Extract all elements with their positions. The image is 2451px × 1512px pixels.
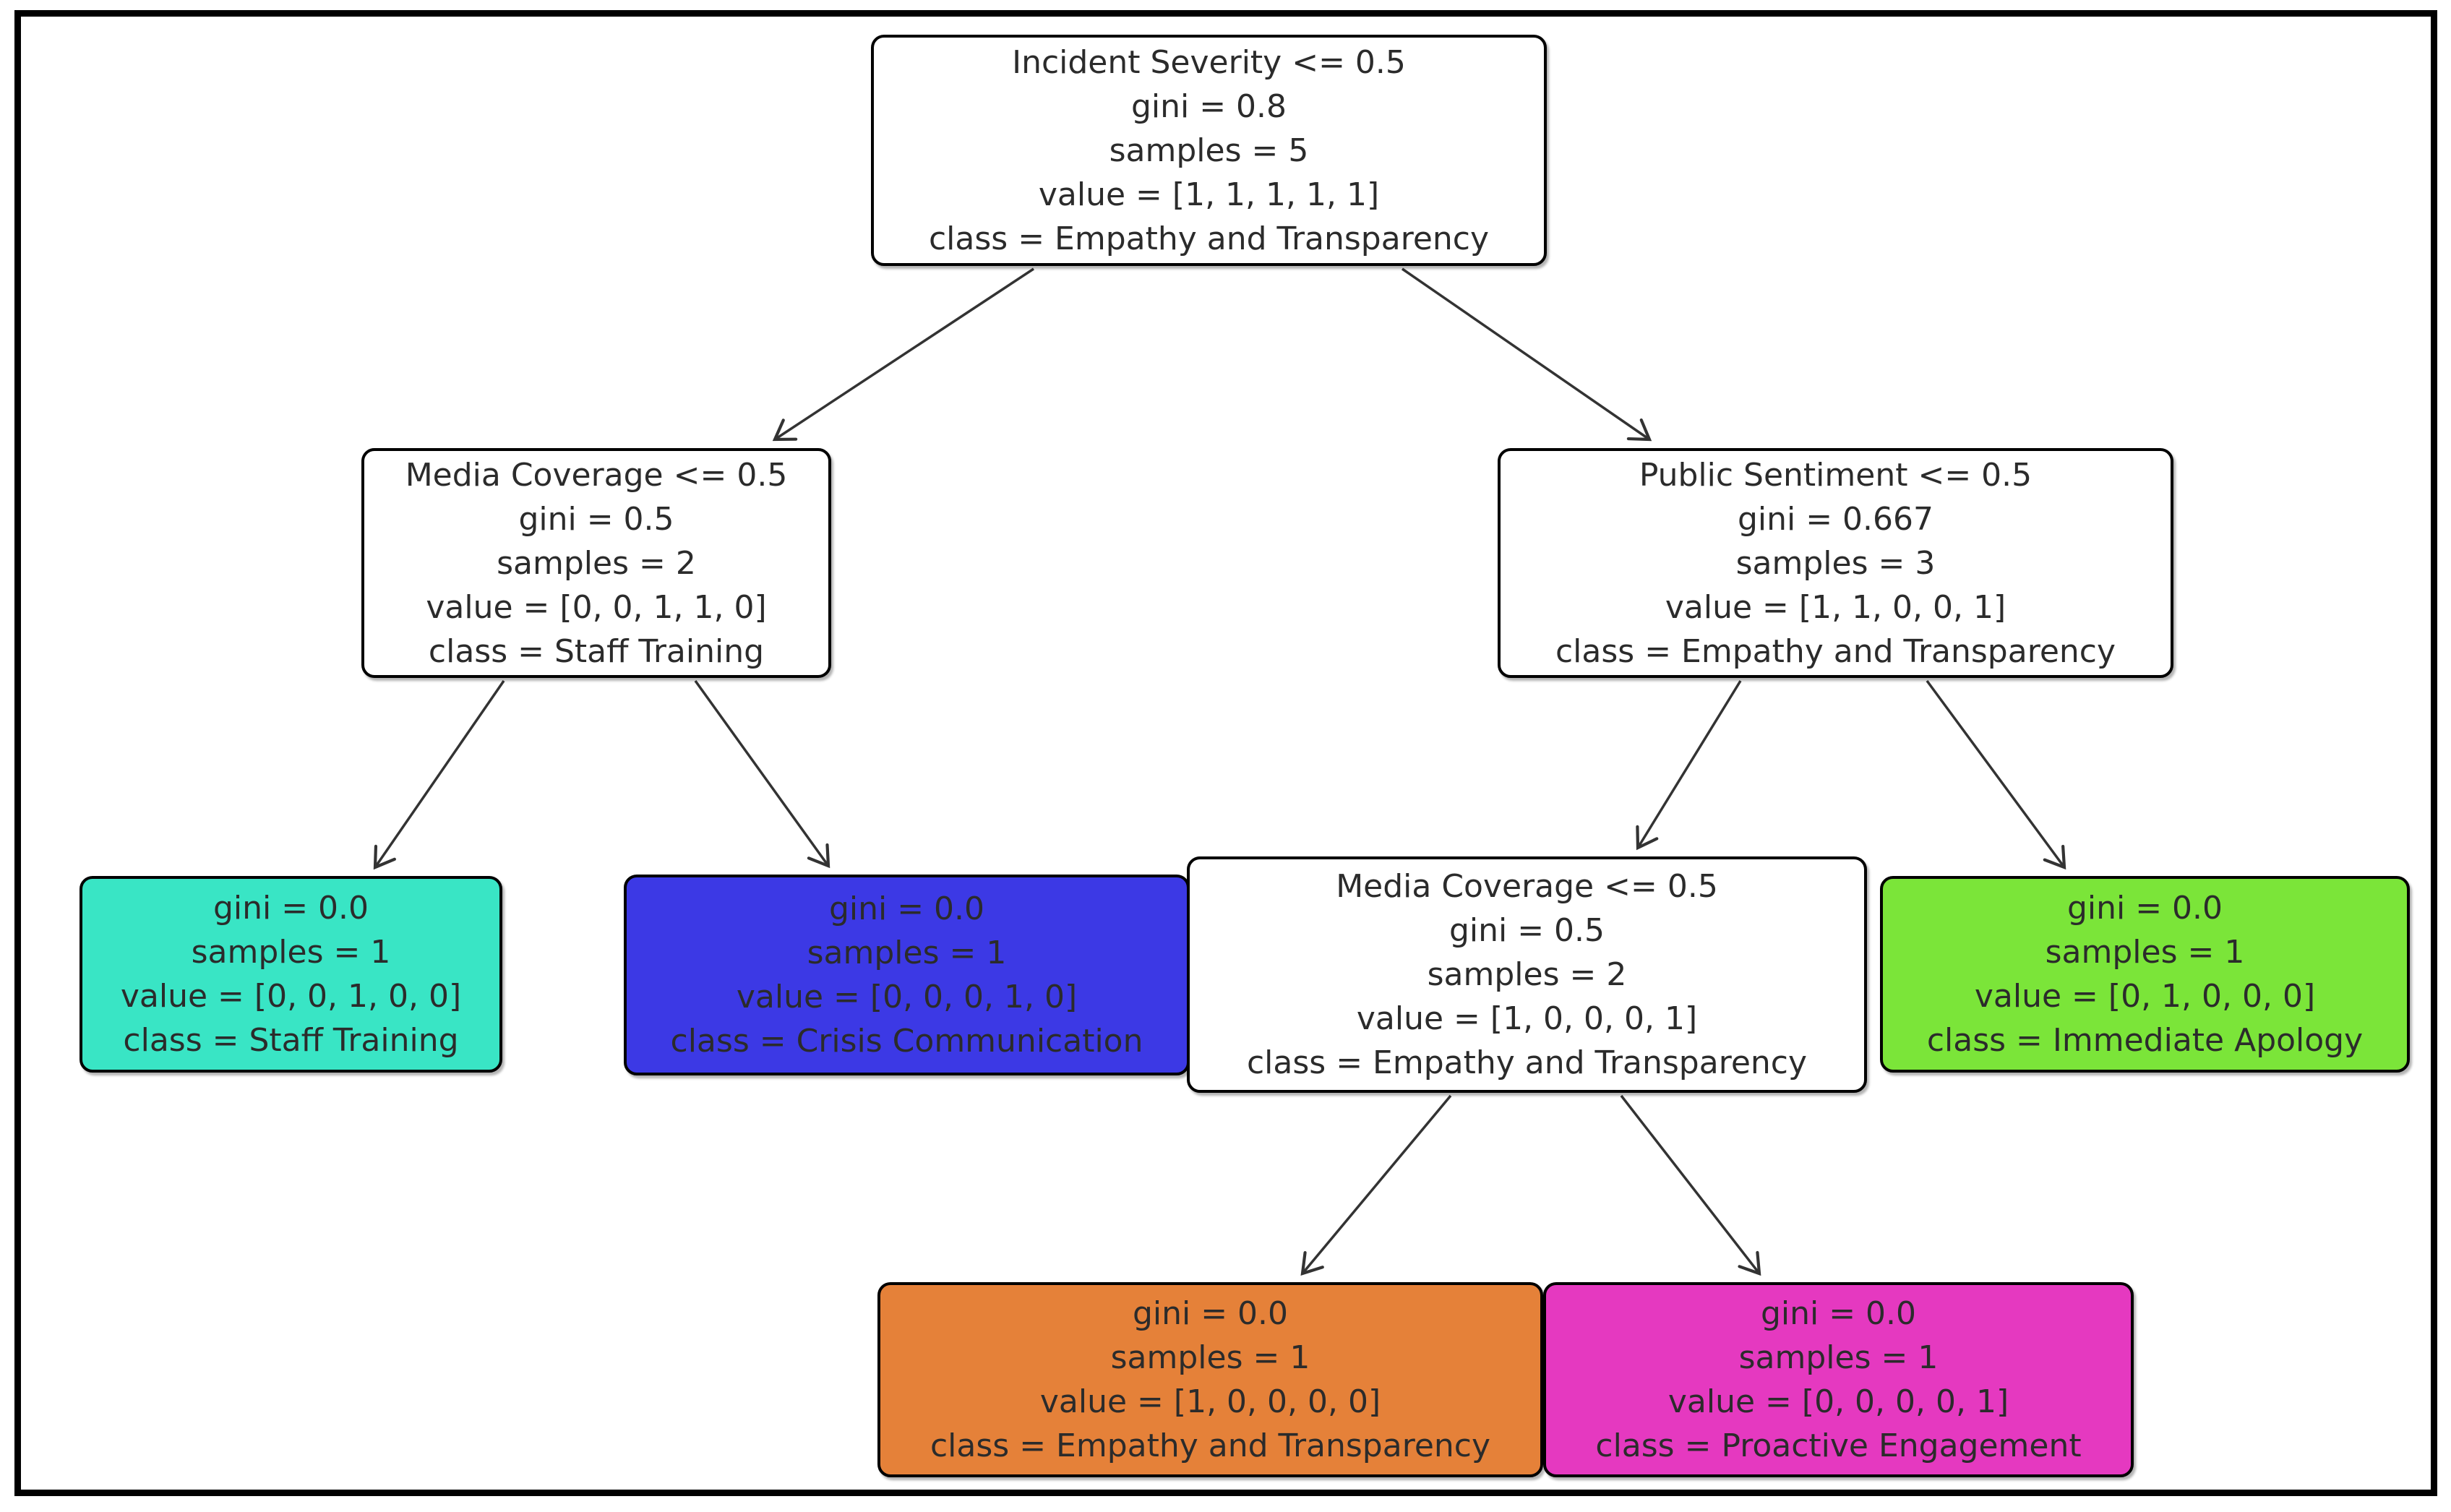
class-label: class = Proactive Engagement: [1595, 1427, 2082, 1464]
samples-count: samples = 5: [1109, 132, 1309, 169]
edge-root-to-public-sentiment: [1402, 267, 1652, 442]
leaf-empathy-and-transparency: gini = 0.0 samples = 1 value = [1, 0, 0,…: [877, 1282, 1543, 1477]
node-root-incident-severity: Incident Severity <= 0.5 gini = 0.8 samp…: [871, 35, 1547, 266]
samples-count: samples = 1: [1110, 1339, 1310, 1376]
gini-value: gini = 0.5: [518, 500, 674, 538]
leaf-proactive-engagement: gini = 0.0 samples = 1 value = [0, 0, 0,…: [1543, 1282, 2134, 1477]
split-condition: Media Coverage <= 0.5: [405, 456, 788, 494]
value-vector: value = [0, 0, 0, 1, 0]: [736, 979, 1078, 1015]
class-label: class = Empathy and Transparency: [930, 1427, 1491, 1464]
value-vector: value = [1, 0, 0, 0, 0]: [1039, 1383, 1381, 1420]
samples-count: samples = 1: [1738, 1339, 1939, 1376]
class-label: class = Empathy and Transparency: [928, 220, 1490, 257]
value-vector: value = [0, 0, 1, 0, 0]: [120, 978, 462, 1015]
gini-value: gini = 0.0: [828, 890, 985, 927]
edge-mcr-to-leaf-empathy: [1300, 1094, 1452, 1276]
class-label: class = Immediate Apology: [1926, 1022, 2364, 1059]
value-vector: value = [0, 0, 0, 0, 1]: [1667, 1383, 2009, 1420]
class-label: class = Empathy and Transparency: [1246, 1044, 1808, 1081]
samples-count: samples = 1: [807, 935, 1007, 971]
samples-count: samples = 1: [2045, 934, 2245, 971]
leaf-staff-training: gini = 0.0 samples = 1 value = [0, 0, 1,…: [80, 876, 502, 1073]
edge-mcl-to-leaf-staff-training: [373, 680, 505, 870]
edge-root-to-media-coverage-left: [772, 267, 1034, 442]
gini-value: gini = 0.0: [213, 890, 369, 927]
value-vector: value = [0, 0, 1, 1, 0]: [426, 588, 767, 626]
node-public-sentiment: Public Sentiment <= 0.5 gini = 0.667 sam…: [1498, 448, 2173, 678]
gini-value: gini = 0.0: [2066, 890, 2223, 927]
samples-count: samples = 3: [1735, 544, 1936, 582]
value-vector: value = [1, 1, 0, 0, 1]: [1665, 588, 2006, 626]
value-vector: value = [0, 1, 0, 0, 0]: [1974, 978, 2316, 1015]
leaf-immediate-apology: gini = 0.0 samples = 1 value = [0, 1, 0,…: [1880, 876, 2410, 1073]
leaf-crisis-communication: gini = 0.0 samples = 1 value = [0, 0, 0,…: [624, 875, 1190, 1075]
node-media-coverage-right: Media Coverage <= 0.5 gini = 0.5 samples…: [1187, 856, 1867, 1093]
figure-frame: [14, 10, 2437, 1496]
node-media-coverage-left: Media Coverage <= 0.5 gini = 0.5 samples…: [361, 448, 831, 678]
class-label: class = Crisis Communication: [670, 1023, 1143, 1060]
value-vector: value = [1, 1, 1, 1, 1]: [1038, 176, 1380, 213]
gini-value: gini = 0.667: [1737, 500, 1934, 538]
edge-mcr-to-leaf-proactive: [1620, 1094, 1761, 1276]
split-condition: Media Coverage <= 0.5: [1336, 868, 1718, 905]
edge-mcl-to-leaf-crisis-comm: [694, 679, 830, 869]
gini-value: gini = 0.0: [1760, 1295, 1917, 1332]
samples-count: samples = 1: [191, 934, 391, 971]
class-label: class = Empathy and Transparency: [1555, 632, 2116, 670]
samples-count: samples = 2: [497, 544, 696, 582]
value-vector: value = [1, 0, 0, 0, 1]: [1356, 1000, 1698, 1037]
class-label: class = Staff Training: [123, 1022, 459, 1059]
gini-value: gini = 0.0: [1132, 1295, 1289, 1332]
class-label: class = Staff Training: [428, 632, 765, 670]
gini-value: gini = 0.8: [1130, 87, 1287, 125]
split-condition: Incident Severity <= 0.5: [1012, 43, 1406, 81]
edge-ps-to-media-coverage-right: [1636, 680, 1742, 851]
edge-ps-to-leaf-immediate-apology: [1926, 679, 2066, 870]
samples-count: samples = 2: [1427, 956, 1627, 993]
split-condition: Public Sentiment <= 0.5: [1639, 456, 2033, 494]
gini-value: gini = 0.5: [1448, 912, 1605, 949]
